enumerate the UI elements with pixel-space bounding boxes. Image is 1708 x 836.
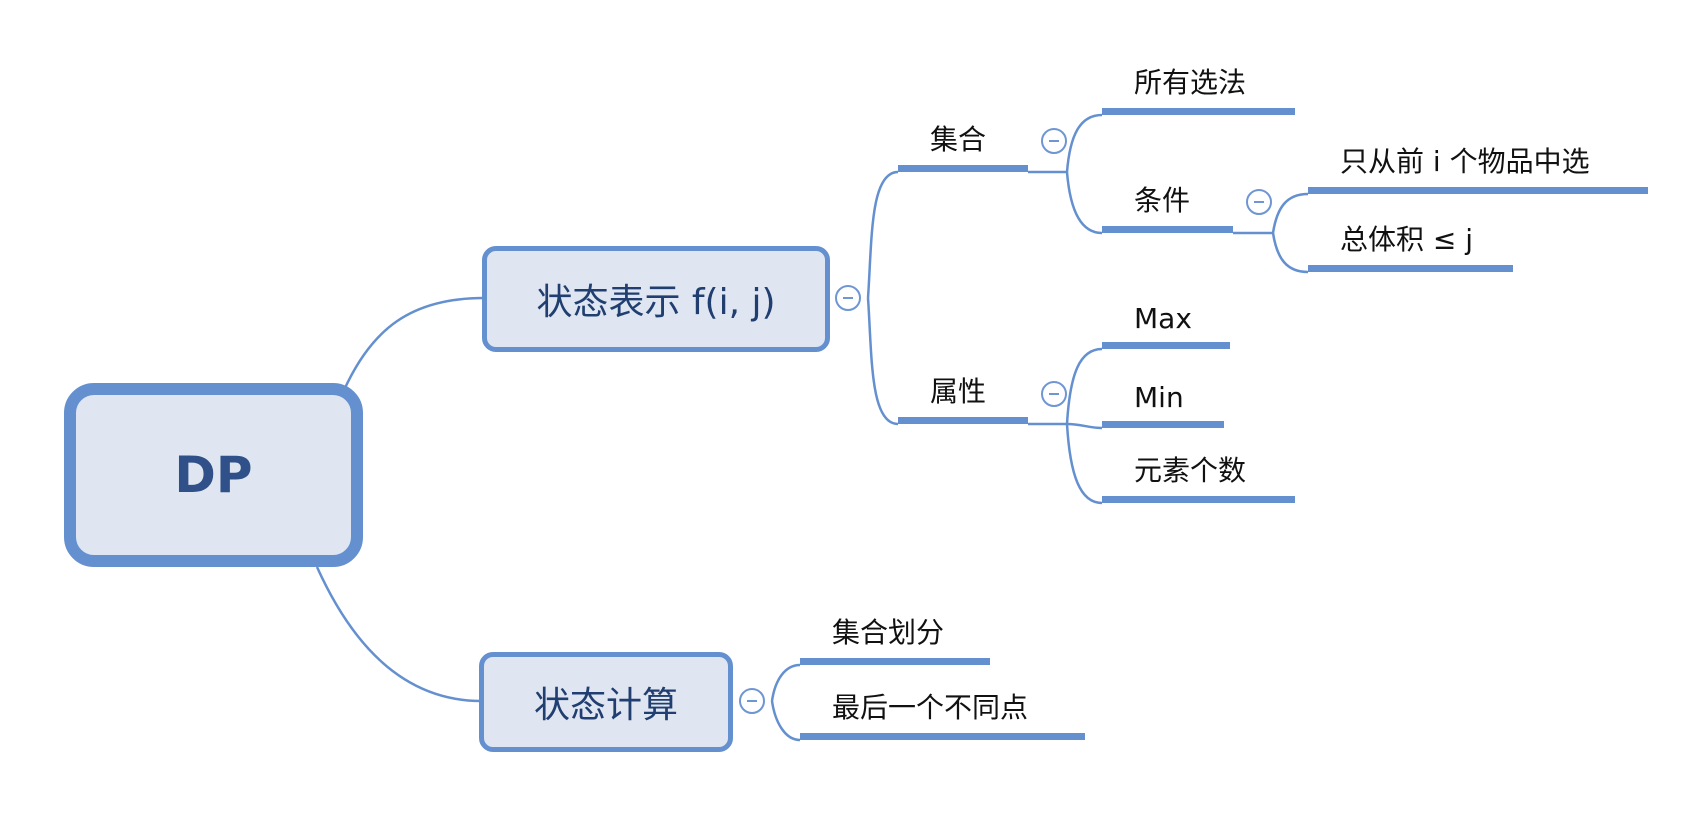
set-node[interactable]: 集合 <box>898 118 1028 172</box>
collapse-conditions-icon[interactable] <box>1246 189 1272 215</box>
state-calc-node[interactable]: 状态计算 <box>479 652 733 752</box>
calc-item-label: 最后一个不同点 <box>832 691 1029 724</box>
state-repr-label: 状态表示 f(i, j) <box>536 282 776 323</box>
attribute-item-min[interactable]: Min <box>1102 374 1224 428</box>
link-attribute-max <box>1065 347 1103 425</box>
attribute-item-label: 元素个数 <box>1134 454 1247 487</box>
conditions-label: 条件 <box>1134 184 1191 217</box>
link-attribute-count <box>1065 423 1103 505</box>
condition-item-label: 总体积 ≤ j <box>1340 223 1474 256</box>
set-label: 集合 <box>930 123 987 156</box>
conditions-node[interactable]: 条件 <box>1102 179 1233 233</box>
calc-item-partition[interactable]: 集合划分 <box>800 611 990 665</box>
attribute-node[interactable]: 属性 <box>898 370 1028 424</box>
collapse-attribute-icon[interactable] <box>1041 381 1067 407</box>
all-choices-node[interactable]: 所有选法 <box>1102 61 1295 115</box>
condition-item-underline <box>1308 265 1513 272</box>
condition-item-underline <box>1308 187 1648 194</box>
collapse-state-calc-icon[interactable] <box>739 688 765 714</box>
condition-item-volume[interactable]: 总体积 ≤ j <box>1308 218 1513 272</box>
calc-item-label: 集合划分 <box>832 616 945 649</box>
link-state-repr-set <box>866 170 899 299</box>
link-state-calc-item-1 <box>770 663 801 702</box>
link-root-state-calc <box>315 566 483 703</box>
attribute-item-label: Min <box>1134 381 1184 414</box>
collapse-set-icon[interactable] <box>1041 128 1067 154</box>
link-root-state-repr <box>343 296 485 389</box>
attribute-item-underline <box>1102 421 1224 428</box>
set-underline <box>898 165 1028 172</box>
all-choices-underline <box>1102 108 1295 115</box>
root-node[interactable]: DP <box>64 383 363 567</box>
all-choices-label: 所有选法 <box>1134 66 1247 99</box>
state-repr-node[interactable]: 状态表示 f(i, j) <box>482 246 830 352</box>
attribute-item-underline <box>1102 342 1230 349</box>
condition-item-label: 只从前 i 个物品中选 <box>1340 145 1590 178</box>
link-set-all-choices <box>1065 113 1103 173</box>
attribute-item-label: Max <box>1134 302 1192 335</box>
root-label: DP <box>174 446 253 504</box>
link-attribute-min <box>1066 422 1103 430</box>
calc-item-underline <box>800 733 1085 740</box>
state-calc-label: 状态计算 <box>533 685 678 726</box>
conditions-underline <box>1102 226 1233 233</box>
attribute-underline <box>898 417 1028 424</box>
attribute-item-max[interactable]: Max <box>1102 295 1230 349</box>
calc-item-underline <box>800 658 990 665</box>
link-set-conditions <box>1065 171 1103 235</box>
link-conditions-item-2 <box>1271 232 1309 274</box>
collapse-state-repr-icon[interactable] <box>835 285 861 311</box>
link-state-repr-attribute <box>866 297 899 426</box>
link-state-calc-item-2 <box>770 700 801 742</box>
attribute-label: 属性 <box>930 375 987 408</box>
condition-item-first-i[interactable]: 只从前 i 个物品中选 <box>1308 140 1648 194</box>
link-conditions-item-1 <box>1271 192 1309 234</box>
attribute-item-count[interactable]: 元素个数 <box>1102 449 1295 503</box>
calc-item-last-difference[interactable]: 最后一个不同点 <box>800 686 1085 740</box>
attribute-item-underline <box>1102 496 1295 503</box>
